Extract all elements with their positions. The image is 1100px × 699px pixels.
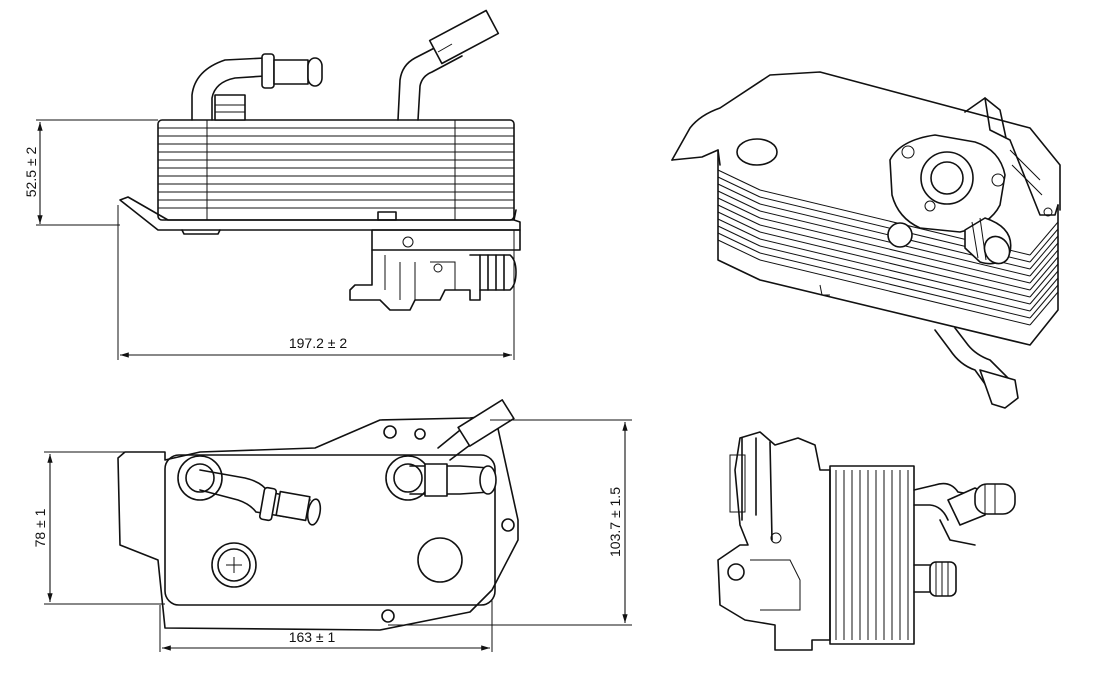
fin-line (759, 252, 1031, 319)
fin-line (717, 176, 761, 198)
fin-line (1029, 228, 1059, 263)
fin-line (717, 239, 761, 261)
fin-line (1029, 270, 1059, 305)
fin-line (759, 245, 1031, 312)
end-view (717, 431, 1016, 651)
fin-line (759, 238, 1031, 305)
cooler-fins-iso (717, 169, 1059, 326)
top-view (44, 399, 632, 652)
fin-line (717, 204, 761, 226)
fin-line (1029, 249, 1059, 284)
fin-line (717, 211, 761, 233)
fin-line (759, 231, 1031, 298)
side-view (36, 9, 521, 360)
fin-line (1029, 242, 1059, 277)
fin-line (717, 169, 761, 191)
dimension-length-side: 197.2 ± 2 (289, 335, 347, 351)
cooler-fins-end (835, 470, 909, 640)
cooler-fins-side (158, 127, 514, 209)
fin-line (717, 197, 761, 219)
fin-line (759, 217, 1031, 284)
dimension-overall-width-top: 103.7 ± 1.5 (607, 487, 623, 557)
fin-line (1029, 221, 1059, 256)
fin-line (1029, 291, 1059, 326)
fin-line (759, 259, 1031, 326)
fin-line (717, 232, 761, 254)
fin-line (1029, 235, 1059, 270)
fin-line (1029, 263, 1059, 298)
fin-line (717, 218, 761, 240)
fin-line (717, 183, 761, 205)
dimension-height-side: 52.5 ± 2 (23, 147, 39, 198)
dimension-length-top: 163 ± 1 (289, 629, 336, 645)
fin-line (1029, 277, 1059, 312)
dimension-width-top: 78 ± 1 (32, 508, 48, 547)
fin-line (759, 224, 1031, 291)
fin-line (717, 190, 761, 212)
fin-line (1029, 256, 1059, 291)
isometric-view (671, 71, 1061, 409)
fin-line (717, 225, 761, 247)
fin-line (1029, 284, 1059, 319)
